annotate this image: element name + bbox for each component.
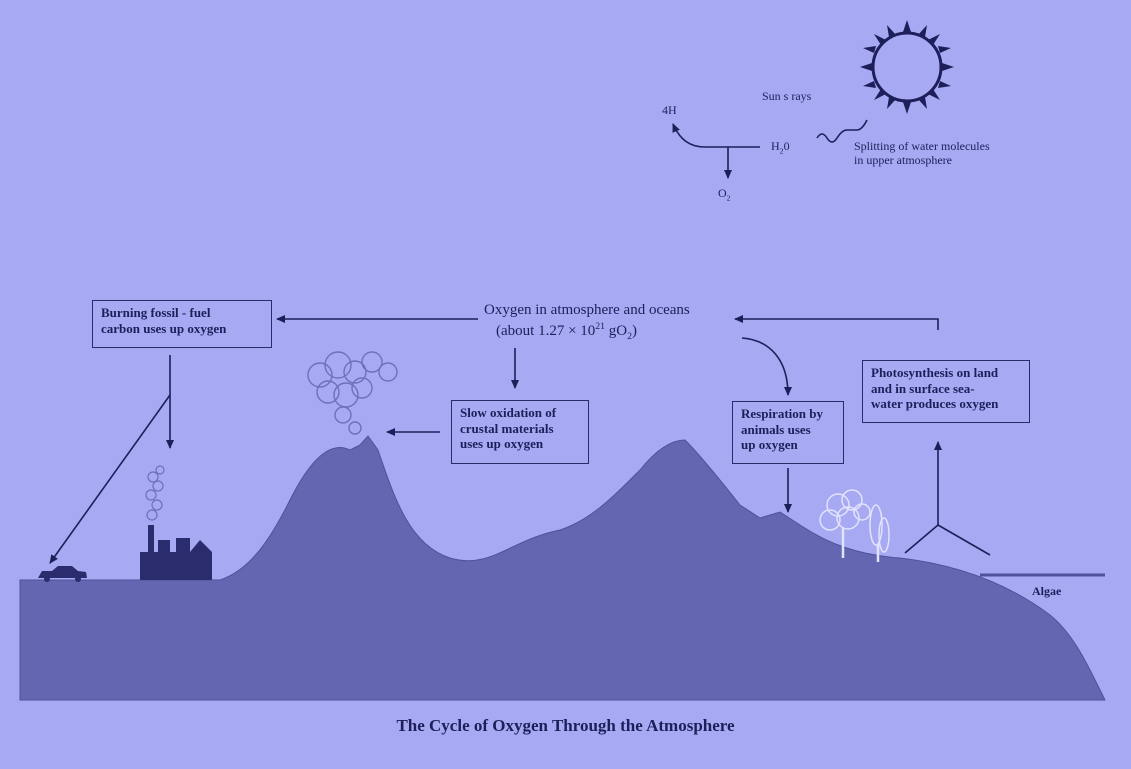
tree-illustration bbox=[819, 489, 890, 562]
oxidation-box-line3: uses up oxygen bbox=[460, 436, 544, 452]
car-illustration bbox=[38, 566, 87, 582]
oxidation-box-line1: Slow oxidation of bbox=[460, 405, 557, 420]
factory-illustration bbox=[140, 525, 212, 580]
burning-box-line1: Burning fossil - fuel bbox=[101, 305, 211, 320]
respiration-box-line1: Respiration by bbox=[741, 406, 823, 421]
algae-label: Algae bbox=[1032, 584, 1062, 598]
water-molecule-label: H20 bbox=[771, 139, 790, 156]
respiration-box-line3: up oxygen bbox=[741, 437, 798, 453]
sun-rays-label: Sun s rays bbox=[762, 89, 812, 103]
volcano-smoke-cloud bbox=[307, 351, 398, 435]
photo-box-line3: water produces oxygen bbox=[871, 396, 999, 412]
photo-branch-right bbox=[937, 524, 991, 556]
photo-branch-left bbox=[904, 524, 939, 554]
diagram-caption: The Cycle of Oxygen Through the Atmosphe… bbox=[396, 716, 735, 735]
respiration-box: Respiration by animals uses up oxygen bbox=[732, 401, 844, 464]
photo-box-line1: Photosynthesis on land bbox=[871, 365, 999, 380]
splitting-label-line1: Splitting of water molecules bbox=[854, 139, 990, 153]
arrow-to-respiration-box bbox=[741, 337, 792, 396]
oxygen-reservoir-title: Oxygen in atmosphere and oceans bbox=[484, 302, 690, 318]
slow-oxidation-box: Slow oxidation of crustal materials uses… bbox=[451, 400, 589, 464]
sun-illustration bbox=[860, 20, 954, 114]
burning-fossil-fuel-box: Burning fossil - fuel carbon uses up oxy… bbox=[92, 300, 272, 348]
photo-box-line2: and in surface sea- bbox=[871, 380, 975, 396]
photosynthesis-box: Photosynthesis on land and in surface se… bbox=[862, 360, 1030, 423]
arrow-from-photosynthesis bbox=[734, 315, 939, 330]
oxygen-reservoir-amount: (about 1.27 × 1021 gO2) bbox=[496, 321, 637, 342]
factory-smoke bbox=[145, 465, 165, 521]
land-mass bbox=[19, 435, 1106, 701]
hydrogen-product-label: 4H bbox=[662, 103, 677, 117]
burning-box-line2: carbon uses up oxygen bbox=[101, 320, 227, 336]
sun-rays-wave bbox=[816, 119, 868, 143]
oxygen-product-label: O2 bbox=[718, 186, 731, 203]
splitting-label-line2: in upper atmosphere bbox=[854, 153, 952, 167]
burning-arrow-to-car bbox=[49, 394, 171, 564]
oxidation-box-line2: crustal materials bbox=[460, 420, 554, 436]
respiration-box-line2: animals uses bbox=[741, 421, 811, 437]
arrow-to-4h bbox=[672, 123, 760, 148]
